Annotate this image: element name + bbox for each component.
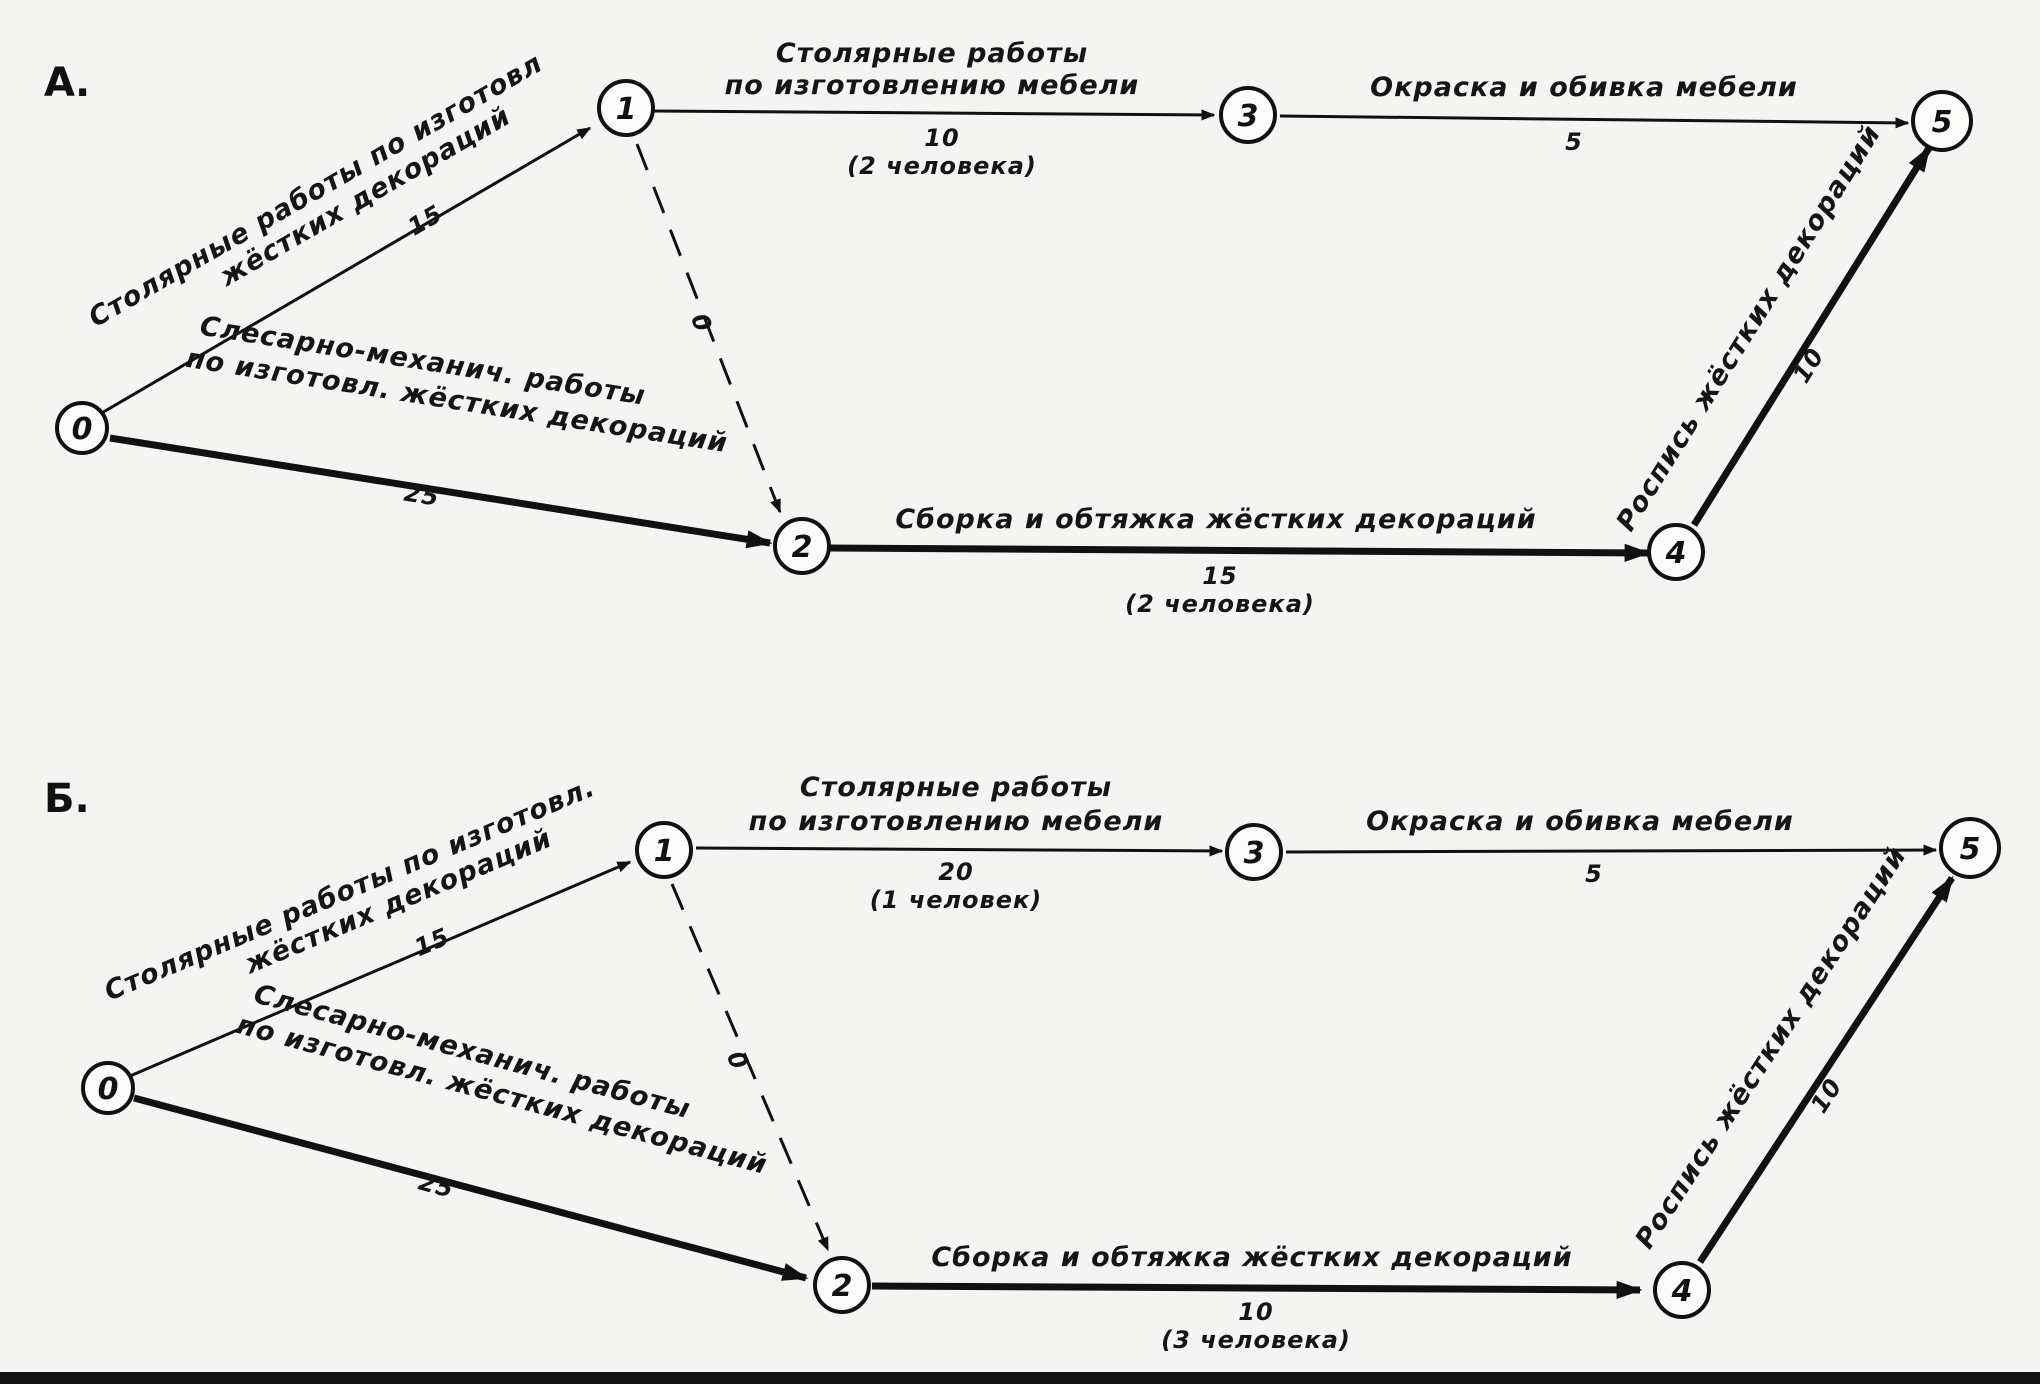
edge-b-3-5 <box>1285 844 1938 856</box>
edge-a-3-5 <box>1279 114 1910 129</box>
edge-b-1-3 <box>695 845 1224 857</box>
edge-b-2-4 <box>871 1280 1643 1299</box>
activity-a-0-1-line1: Столярные работы по изготовл <box>83 48 548 334</box>
people-b-1-3: (1 человек) <box>870 886 1043 914</box>
node-a-3: 3 <box>1219 86 1277 144</box>
activity-b-0-1-line1: Столярные работы по изготовл. <box>100 772 600 1008</box>
duration-a-1-2: 0 <box>685 310 718 337</box>
edge-a-2-4 <box>829 543 1651 562</box>
svg-text:2: 2 <box>792 530 813 565</box>
svg-text:5: 5 <box>1932 105 1953 140</box>
edge-b-4-5 <box>1697 875 1955 1264</box>
panel-b-label: Б. <box>44 776 90 822</box>
node-b-5: 5 <box>1939 817 2001 879</box>
svg-text:3: 3 <box>1238 99 1259 134</box>
edge-a-0-1 <box>99 126 592 416</box>
svg-text:1: 1 <box>654 834 675 869</box>
node-b-2: 2 <box>813 1256 871 1314</box>
svg-text:2: 2 <box>832 1269 853 1304</box>
edge-a-4-5 <box>1691 145 1932 527</box>
duration-a-1-3: 10 <box>924 124 959 152</box>
duration-b-4-5: 10 <box>1805 1073 1848 1118</box>
panel-a-label: А. <box>44 60 90 106</box>
node-a-5: 5 <box>1911 90 1973 152</box>
duration-b-3-5: 5 <box>1585 860 1603 888</box>
activity-a-1-3-line1: Столярные работы <box>776 38 1088 69</box>
duration-b-1-2: 0 <box>721 1047 754 1075</box>
activity-a-1-3-line2: по изготовлению мебели <box>725 70 1140 101</box>
node-a-4: 4 <box>1647 523 1705 581</box>
edge-b-0-2 <box>133 1094 809 1282</box>
activity-b-2-4: Сборка и обтяжка жёстких декораций <box>931 1242 1572 1273</box>
scan-edge-band <box>0 1372 2040 1384</box>
node-a-0: 0 <box>55 401 109 455</box>
duration-b-0-2: 25 <box>416 1168 457 1204</box>
edge-a-0-2 <box>109 434 773 549</box>
duration-a-0-1: 15 <box>403 199 448 241</box>
activity-b-4-5: Роспись жёстких декораций <box>1629 841 1912 1254</box>
svg-text:0: 0 <box>98 1072 119 1107</box>
svg-text:1: 1 <box>616 92 637 127</box>
activity-a-2-4: Сборка и обтяжка жёстких декораций <box>895 504 1536 535</box>
activity-a-4-5: Роспись жёстких декораций <box>1611 119 1888 536</box>
activity-b-1-3-line2: по изготовлению мебели <box>749 806 1164 837</box>
duration-a-3-5: 5 <box>1565 128 1583 156</box>
svg-text:4: 4 <box>1671 1274 1693 1309</box>
svg-text:0: 0 <box>72 412 93 447</box>
node-a-1: 1 <box>597 79 655 137</box>
dummy-edge-b-1-2 <box>670 883 830 1252</box>
activity-b-1-3-line1: Столярные работы <box>800 772 1112 803</box>
svg-text:5: 5 <box>1960 832 1981 867</box>
edge-a-1-3 <box>653 109 1216 121</box>
duration-a-4-5: 10 <box>1787 343 1830 388</box>
node-b-3: 3 <box>1225 823 1283 881</box>
duration-a-0-2: 25 <box>402 479 441 512</box>
activity-b-3-5: Окраска и обивка мебели <box>1366 806 1794 837</box>
node-a-2: 2 <box>773 517 831 575</box>
duration-b-1-3: 20 <box>938 858 973 886</box>
panel-b: Б. 0 1 2 3 4 5 Столярные работы по изгот… <box>44 772 2001 1354</box>
people-a-2-4: (2 человека) <box>1125 590 1315 618</box>
duration-b-2-4: 10 <box>1238 1298 1273 1326</box>
people-b-2-4: (3 человека) <box>1161 1326 1351 1354</box>
node-b-1: 1 <box>635 821 693 879</box>
svg-text:4: 4 <box>1665 536 1687 571</box>
svg-text:3: 3 <box>1244 836 1265 871</box>
edge-b-0-1 <box>129 860 632 1078</box>
node-b-0: 0 <box>81 1061 135 1115</box>
duration-b-0-1: 15 <box>410 922 454 962</box>
panel-a: А. 0 1 2 3 4 5 Столярные работы по изгот… <box>44 38 1973 618</box>
people-a-1-3: (2 человека) <box>847 152 1037 180</box>
activity-a-3-5: Окраска и обивка мебели <box>1370 72 1798 103</box>
node-b-4: 4 <box>1653 1261 1711 1319</box>
duration-a-2-4: 15 <box>1202 562 1237 590</box>
dummy-edge-a-1-2 <box>635 143 782 514</box>
